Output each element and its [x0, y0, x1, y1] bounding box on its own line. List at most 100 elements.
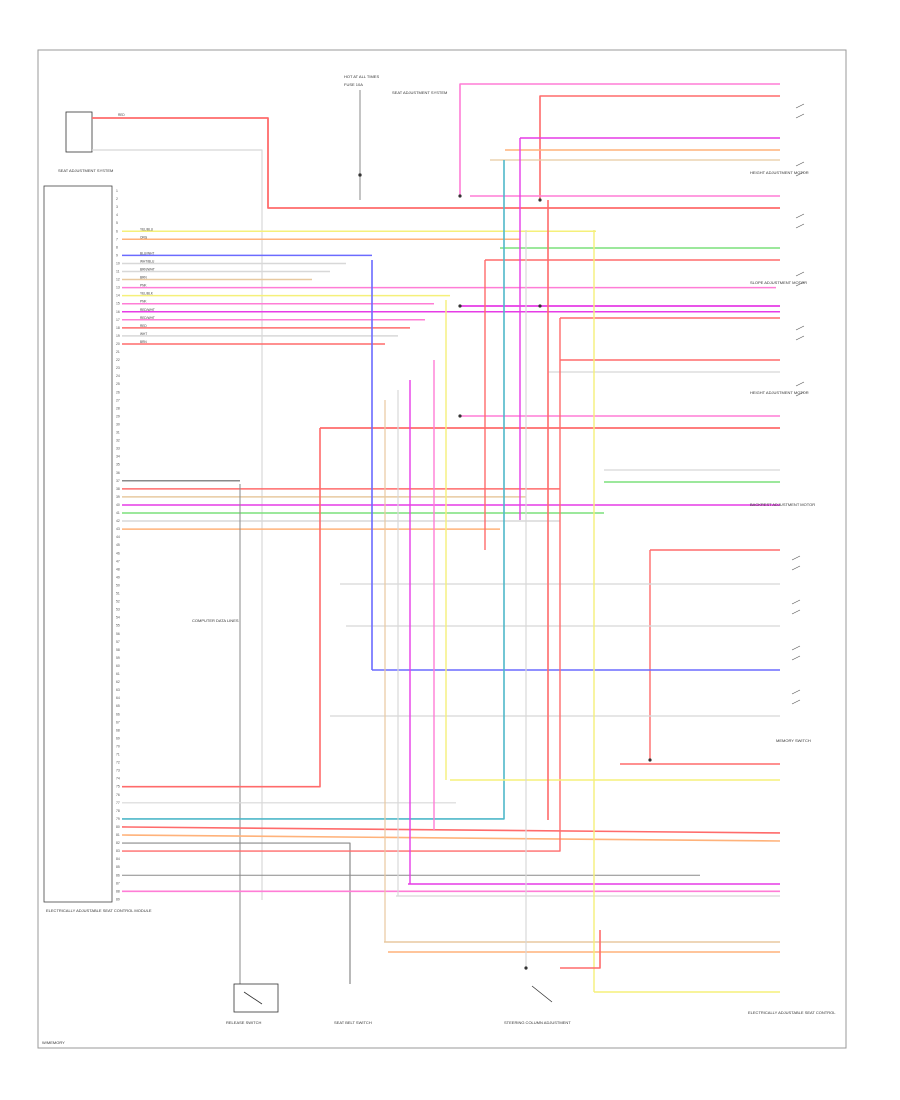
- wire: [539, 95, 780, 200]
- diagram-frame: [37, 49, 847, 1049]
- wire: [560, 930, 601, 969]
- splice-dot: [524, 966, 528, 970]
- connector-pin: 57: [116, 640, 120, 644]
- connector-pin: 60: [116, 664, 120, 668]
- connector-pin: 44: [116, 535, 120, 539]
- connector-pin: 70: [116, 744, 120, 748]
- connector-pin: 20: [116, 342, 120, 346]
- wire-label: WHT: [140, 332, 147, 336]
- connector-pin: 69: [116, 736, 120, 740]
- wire-label: BRN: [140, 340, 147, 344]
- connector-pin: 84: [116, 857, 120, 861]
- connector-pin: 23: [116, 366, 120, 370]
- connector-pin: 30: [116, 422, 120, 426]
- connector-pin: 34: [116, 455, 120, 459]
- connector-pin: 52: [116, 600, 120, 604]
- wire: [122, 160, 505, 820]
- wire-label: RED: [118, 113, 125, 117]
- connector-pin: 66: [116, 712, 120, 716]
- wire-label: ORG: [140, 235, 148, 239]
- motor-contact: [795, 213, 805, 229]
- motor4-label: BACKREST ADJUSTMENT MOTOR: [750, 502, 815, 507]
- module-label: ELECTRICALLY ADJUSTABLE SEAT CONTROL MOD…: [46, 908, 152, 913]
- fuse-box: [65, 111, 93, 153]
- connector-pin: 56: [116, 632, 120, 636]
- connector-pin: 14: [116, 294, 120, 298]
- connector-pin: 40: [116, 503, 120, 507]
- splice-dot: [648, 758, 652, 762]
- connector-pin: 63: [116, 688, 120, 692]
- connector-pin: 1: [116, 189, 118, 193]
- wire-label: BRN: [140, 276, 147, 280]
- fuse-label: HOT AT ALL TIMES: [344, 74, 379, 79]
- module-side-label: COMPUTER DATA LINES: [192, 618, 239, 623]
- splice-dot: [458, 304, 462, 308]
- steering-switch-contact: [531, 985, 553, 1003]
- connector-pin: 86: [116, 873, 120, 877]
- connector-pin: 49: [116, 575, 120, 579]
- connector-pin: 35: [116, 463, 120, 467]
- connector-pin: 89: [116, 897, 120, 901]
- connector-pin: 2: [116, 197, 118, 201]
- connector-pin: 15: [116, 302, 120, 306]
- connector-pin: 62: [116, 680, 120, 684]
- connector-pin: 85: [116, 865, 120, 869]
- connector-pin: 88: [116, 889, 120, 893]
- wire: [92, 149, 263, 900]
- connector-pin: 33: [116, 447, 120, 451]
- connector-pin: 24: [116, 374, 120, 378]
- connector-pin: 29: [116, 414, 120, 418]
- motor3-label: HEIGHT ADJUSTMENT MOTOR: [750, 390, 809, 395]
- connector-pin: 68: [116, 728, 120, 732]
- switch-group-label: ELECTRICALLY ADJUSTABLE SEAT CONTROL: [748, 1010, 836, 1015]
- connector-pin: 16: [116, 310, 120, 314]
- connector-pin: 18: [116, 326, 120, 330]
- connector-pin: 26: [116, 390, 120, 394]
- connector-pin: 39: [116, 495, 120, 499]
- connector-pin: 58: [116, 648, 120, 652]
- connector-pin: 67: [116, 720, 120, 724]
- motor1-label: HEIGHT ADJUSTMENT MOTOR: [750, 170, 809, 175]
- connector-pin: 87: [116, 881, 120, 885]
- splice-dot: [538, 304, 542, 308]
- connector-pin: 8: [116, 245, 118, 249]
- motor-contact: [795, 325, 805, 341]
- connector-pin: 6: [116, 229, 118, 233]
- connector-pin: 47: [116, 559, 120, 563]
- connector-pin: 78: [116, 809, 120, 813]
- connector-pin: 31: [116, 431, 120, 435]
- connector-pin: 71: [116, 753, 120, 757]
- connector-pin-labels: 1234567891011121314151617181920212223242…: [116, 189, 120, 901]
- connector-pin: 64: [116, 696, 120, 700]
- wire: [459, 83, 780, 196]
- connector-pin: 5: [116, 221, 118, 225]
- connector-pin: 45: [116, 543, 120, 547]
- connector-pin: 28: [116, 406, 120, 410]
- wire-label: BRN/WHT: [140, 268, 155, 272]
- connector-pin: 59: [116, 656, 120, 660]
- connector-pin: 50: [116, 583, 120, 587]
- connector-pin: 9: [116, 253, 118, 257]
- connector-pin: 46: [116, 551, 120, 555]
- connector-pin: 75: [116, 785, 120, 789]
- connector-pin: 11: [116, 270, 120, 274]
- connector-pin: 53: [116, 608, 120, 612]
- connector-pin: 82: [116, 841, 120, 845]
- wire-label: WHT/BLU: [140, 259, 155, 263]
- connector-pin: 43: [116, 527, 120, 531]
- connector-pin: 54: [116, 616, 120, 620]
- ground-upper-label: SEAT ADJUSTMENT SYSTEM: [58, 168, 113, 173]
- splice-dot: [458, 194, 462, 198]
- wire: [122, 318, 561, 852]
- connector-pin: 83: [116, 849, 120, 853]
- connector-pin: 48: [116, 567, 120, 571]
- connector-pin: 27: [116, 398, 120, 402]
- connector-pin: 77: [116, 801, 120, 805]
- connector-pin: 74: [116, 777, 120, 781]
- connector-pin: 12: [116, 278, 120, 282]
- connector-pin: 37: [116, 479, 120, 483]
- connector-pin: 7: [116, 237, 118, 241]
- connector-pin: 19: [116, 334, 120, 338]
- connector-pin: 21: [116, 350, 120, 354]
